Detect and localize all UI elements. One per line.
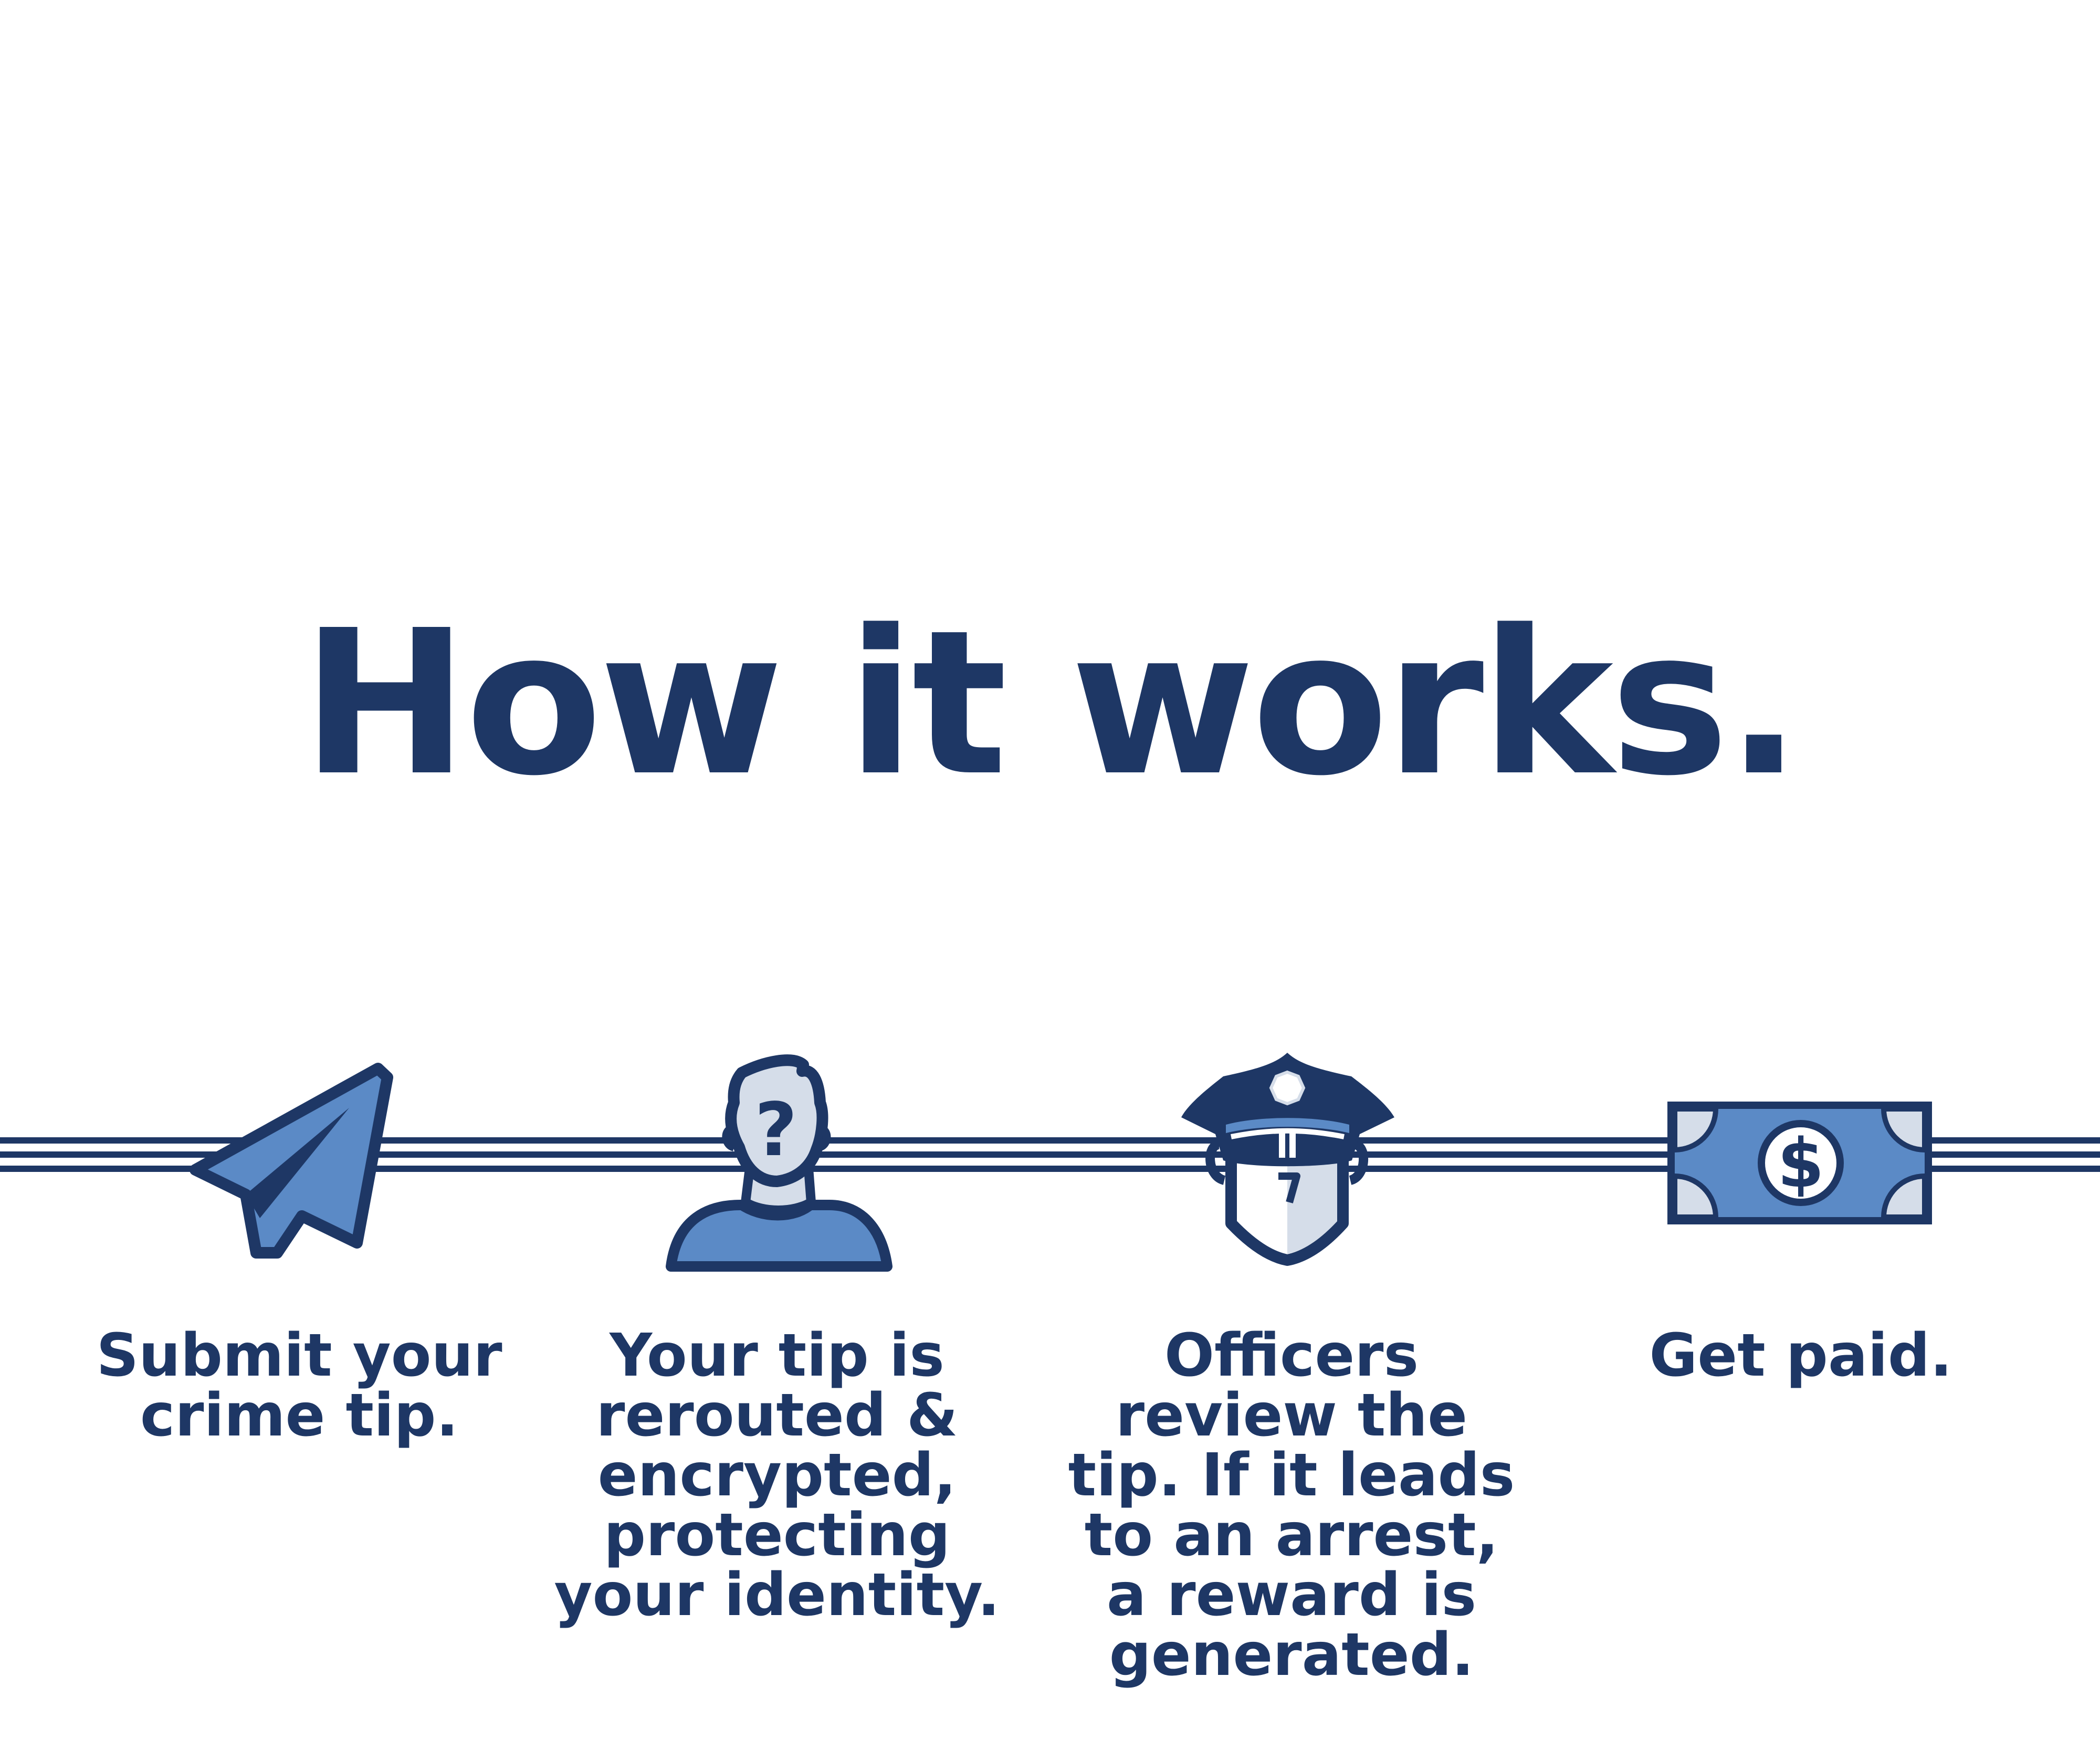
step-4-text: Get paid. xyxy=(1649,1322,1952,1390)
page-title: How it works. xyxy=(301,587,1801,820)
step-3-text: Officers review the tip. If it leads to … xyxy=(1068,1322,1515,1689)
svg-text:?: ? xyxy=(754,1087,797,1173)
stripe-middle xyxy=(0,1151,2100,1158)
svg-text:$: $ xyxy=(1777,1125,1824,1203)
step-2-text: Your tip is rerouted & encrypted, protec… xyxy=(554,1322,1000,1629)
connector-stripes xyxy=(0,1137,2100,1172)
stripe-top xyxy=(0,1137,2100,1144)
dollar-bill-icon: $ xyxy=(1667,1102,1932,1224)
step-1-text: Submit your crime tip. xyxy=(96,1322,502,1450)
police-officer-icon xyxy=(1181,1053,1394,1266)
stripe-bottom xyxy=(0,1166,2100,1172)
anonymous-person-icon: ? xyxy=(666,1054,892,1272)
paper-plane-icon xyxy=(190,1063,393,1259)
